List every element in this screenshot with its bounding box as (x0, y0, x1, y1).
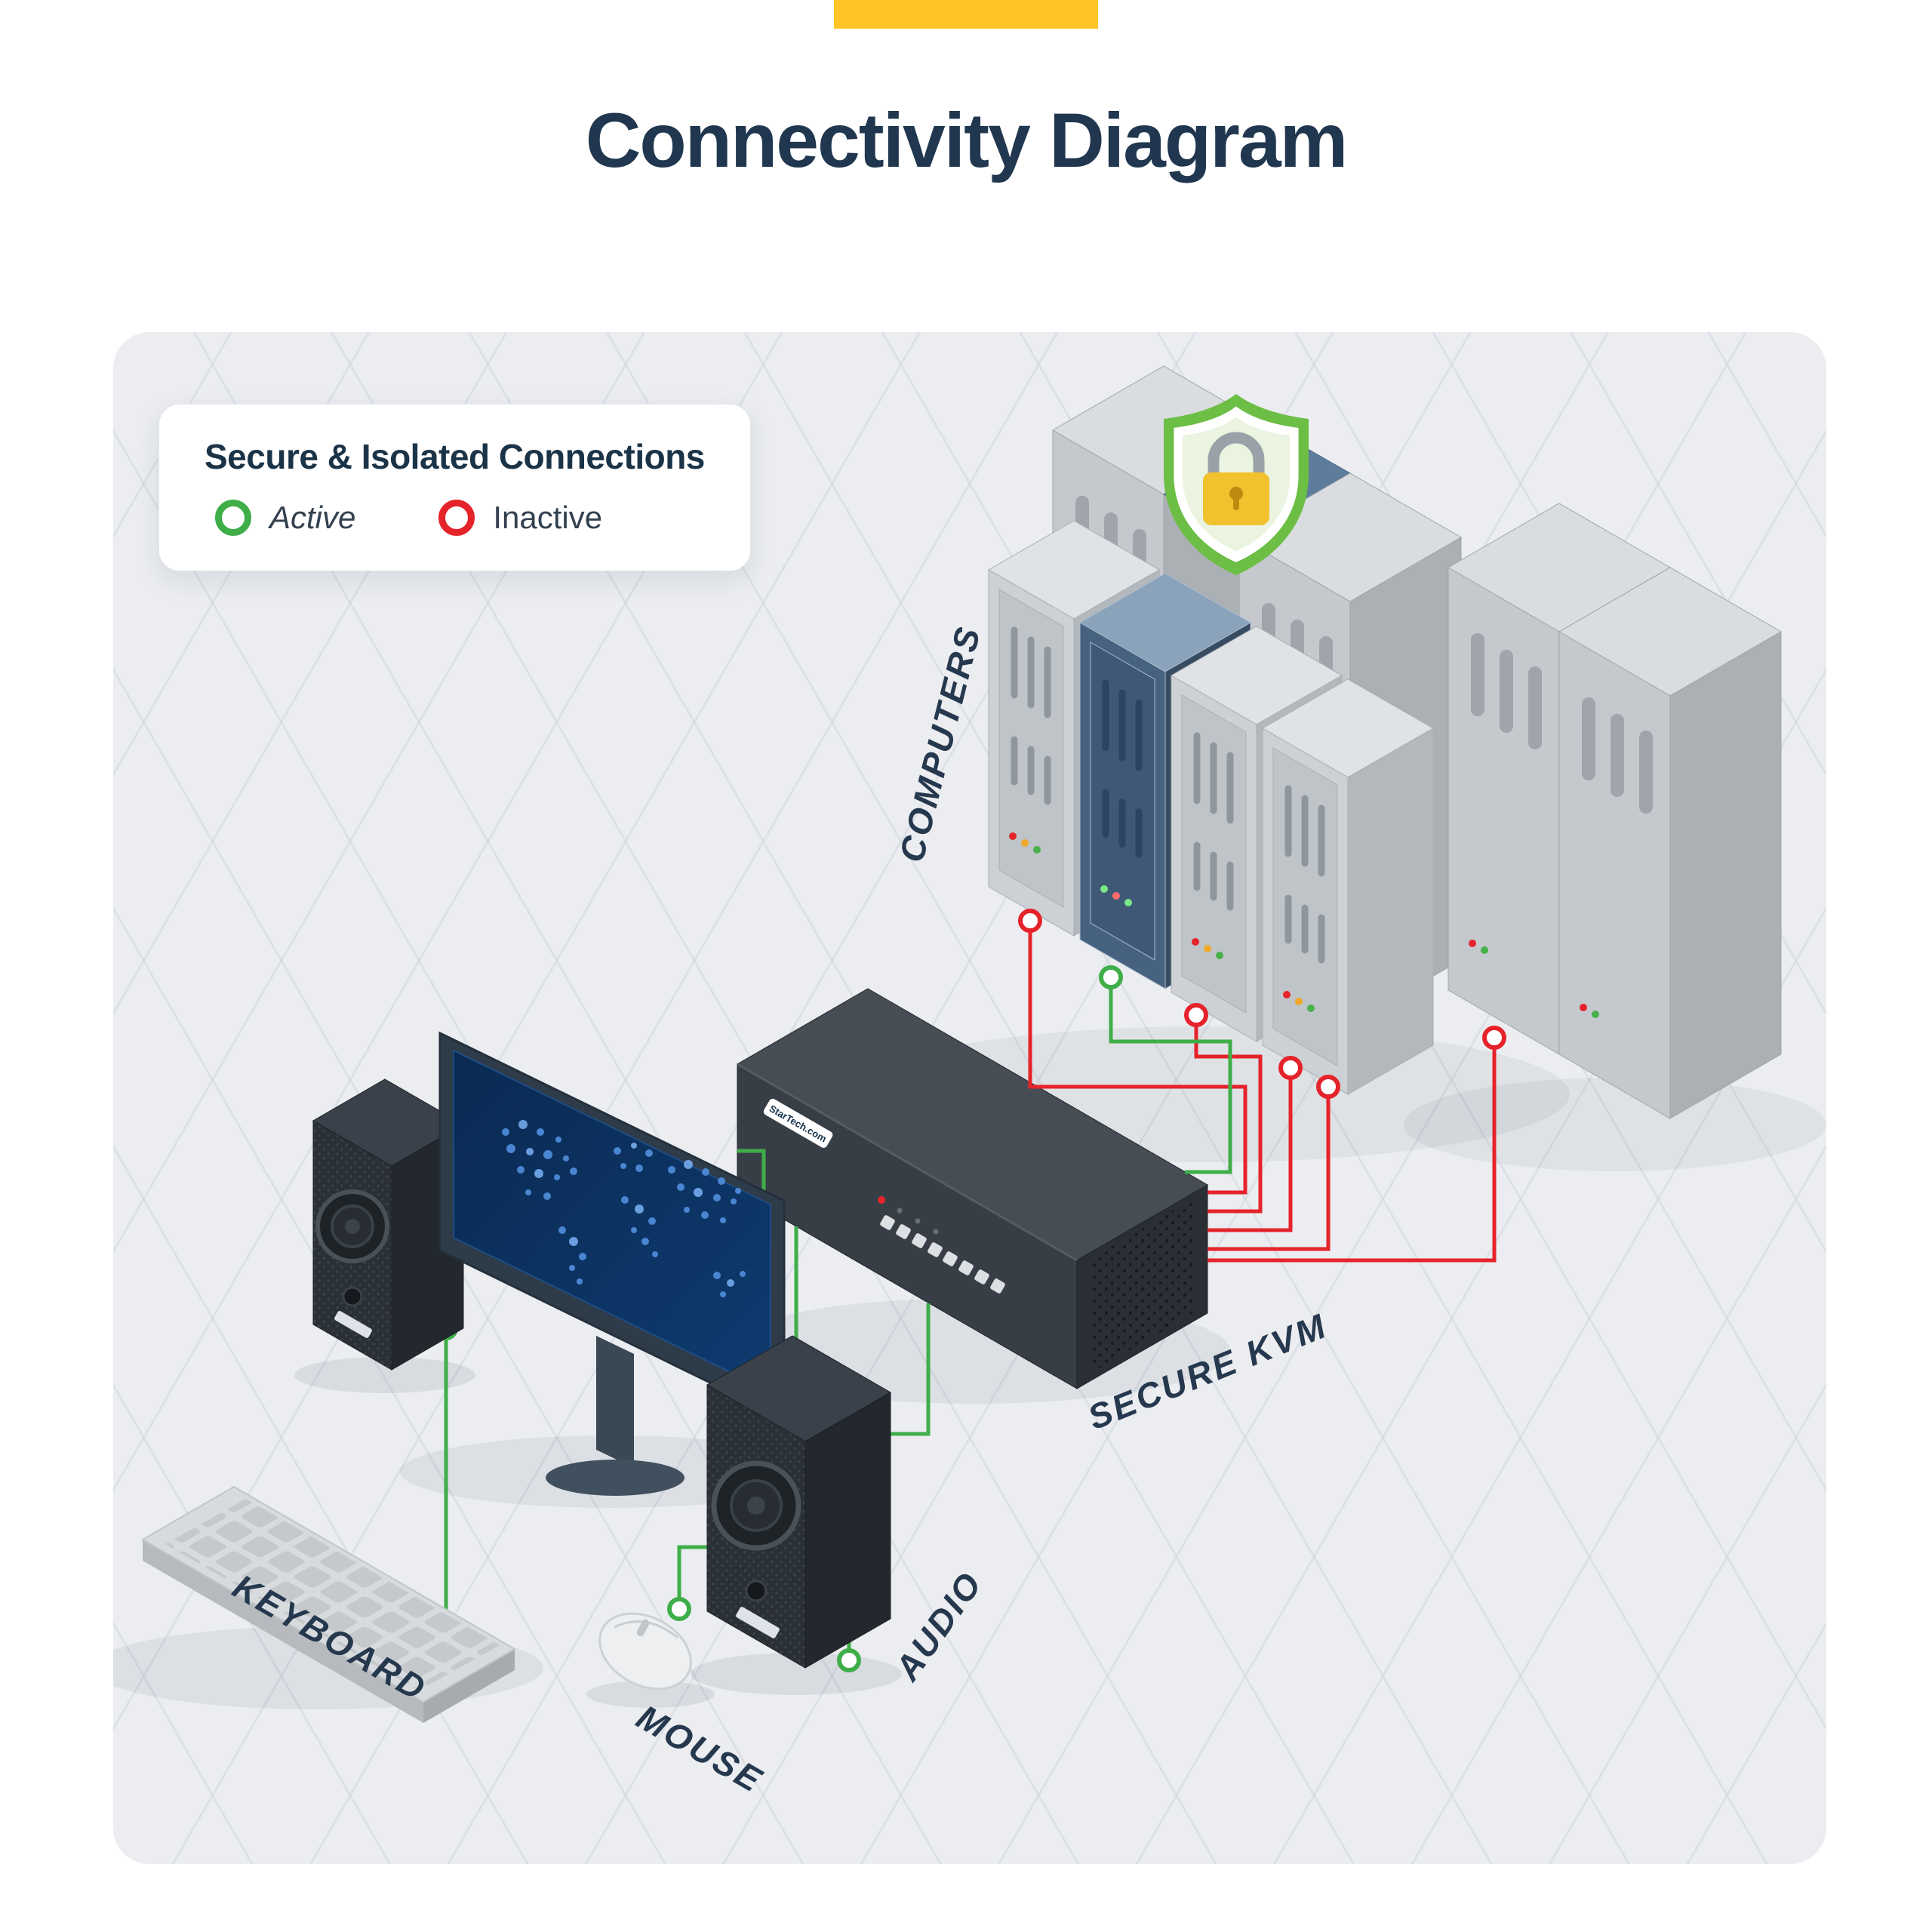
inactive-line (1208, 1078, 1293, 1232)
server-tower-row (987, 520, 1435, 1095)
top-accent-bar (834, 0, 1098, 29)
computers-label: COMPUTERS (891, 621, 988, 866)
inactive-indicator-icon (438, 500, 475, 536)
active-label: Active (269, 500, 356, 535)
legend-title: Secure & Isolated Connections (205, 437, 705, 476)
server-cabinet (1558, 567, 1782, 1119)
inactive-port (1278, 1056, 1303, 1080)
diagram-panel: Secure & Isolated Connections Active Ina… (113, 332, 1826, 1864)
padlock-icon (1203, 432, 1269, 525)
isometric-scene: COMPUTERS StarTech.com (113, 365, 1826, 1801)
secure-kvm-switch: StarTech.com (737, 988, 1208, 1389)
active-port (837, 1648, 861, 1672)
server-tower-secure (1078, 573, 1252, 989)
inactive-connections (1018, 909, 1506, 1263)
inactive-label: Inactive (493, 500, 603, 535)
security-shield-icon (1164, 394, 1309, 575)
inactive-port (1184, 1003, 1208, 1027)
inactive-port (1482, 1026, 1506, 1050)
active-connection-server (1099, 965, 1232, 1174)
inactive-port (1018, 909, 1042, 933)
active-indicator-icon (215, 500, 251, 536)
inactive-line (1208, 1048, 1497, 1263)
legend-item-active: Active (215, 500, 355, 536)
speaker-right (706, 1335, 892, 1669)
kvm-buttons (878, 1196, 1005, 1294)
audio-label: AUDIO (887, 1564, 990, 1687)
inactive-line (1028, 931, 1247, 1195)
server-tower-4 (1261, 678, 1435, 1095)
legend-items: Active Inactive (205, 500, 705, 536)
page-title: Connectivity Diagram (585, 97, 1349, 183)
legend-card: Secure & Isolated Connections Active Ina… (158, 404, 751, 571)
world-map-dots (502, 1120, 746, 1297)
inactive-line (1194, 1025, 1263, 1214)
active-line (1109, 987, 1232, 1174)
active-port (667, 1597, 691, 1621)
monitor (438, 1031, 786, 1496)
mouse-label: MOUSE (630, 1697, 770, 1801)
mouse (598, 1612, 692, 1690)
legend-item-inactive: Inactive (438, 500, 602, 536)
inactive-port (1316, 1075, 1340, 1099)
keyboard (141, 1485, 516, 1723)
active-port (1099, 965, 1123, 989)
inactive-line (1208, 1097, 1331, 1251)
